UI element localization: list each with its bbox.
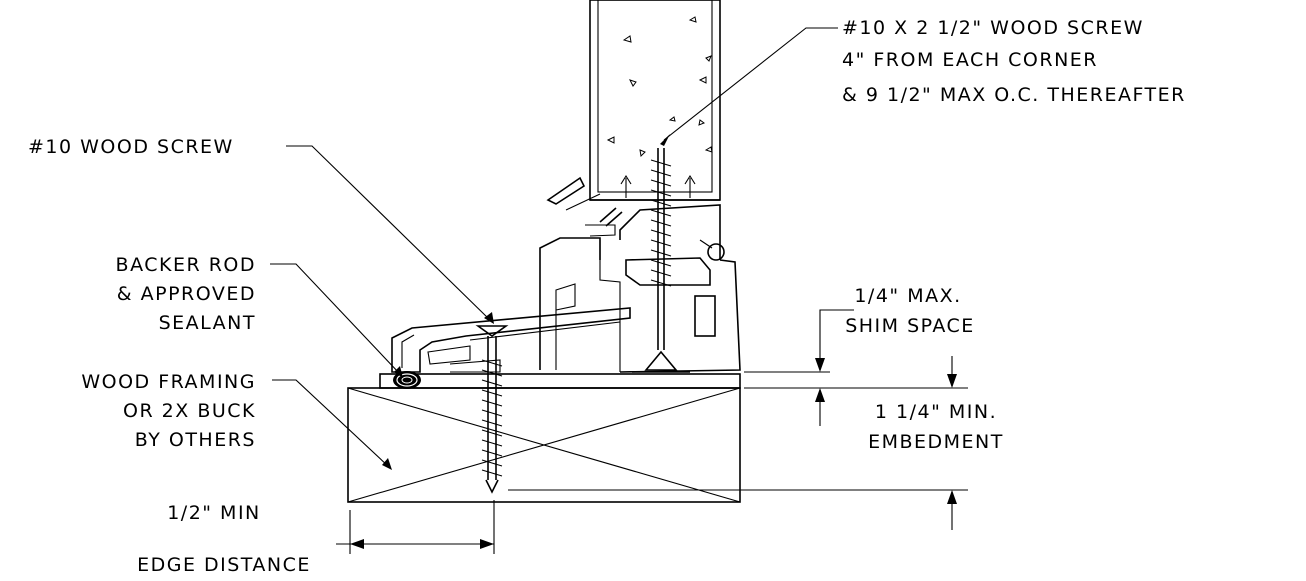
label-backer-rod: BACKER ROD & APPROVED SEALANT	[116, 254, 256, 334]
svg-text:1/2" MIN: 1/2" MIN	[167, 502, 261, 524]
svg-text:1/4" MAX.: 1/4" MAX.	[854, 285, 961, 307]
frame-extrusion	[391, 176, 741, 373]
svg-text:BY OTHERS: BY OTHERS	[135, 429, 256, 451]
wood-buck	[347, 387, 741, 503]
svg-text:1 1/4" MIN.: 1 1/4" MIN.	[875, 401, 997, 423]
label-wood-framing: WOOD FRAMING OR 2X BUCK BY OTHERS	[81, 371, 256, 451]
svg-text:OR 2X BUCK: OR 2X BUCK	[123, 400, 256, 422]
label-wood-screw: #10 WOOD SCREW	[28, 136, 234, 158]
shim-space	[379, 373, 741, 389]
svg-text:SEALANT: SEALANT	[159, 312, 256, 334]
svg-text:4" FROM EACH CORNER: 4" FROM EACH CORNER	[842, 49, 1098, 71]
short-wood-screw	[475, 325, 509, 494]
svg-text:#10 X 2 1/2" WOOD SCREW: #10 X 2 1/2" WOOD SCREW	[842, 17, 1144, 39]
svg-text:& APPROVED: & APPROVED	[117, 283, 256, 305]
svg-text:EMBEDMENT: EMBEDMENT	[868, 431, 1004, 453]
long-wood-screw	[632, 148, 690, 373]
panel-speckle	[606, 16, 713, 158]
svg-text:BACKER ROD: BACKER ROD	[116, 254, 256, 276]
svg-text:SHIM SPACE: SHIM SPACE	[845, 315, 975, 337]
leader-lines	[270, 27, 968, 554]
glazing-panel	[589, 0, 721, 201]
label-edge-distance: 1/2" MIN EDGE DISTANCE	[137, 502, 311, 576]
svg-text:EDGE DISTANCE: EDGE DISTANCE	[137, 554, 311, 576]
svg-text:WOOD FRAMING: WOOD FRAMING	[81, 371, 256, 393]
svg-text:& 9 1/2" MAX O.C. THEREAFTER: & 9 1/2" MAX O.C. THEREAFTER	[842, 84, 1186, 106]
label-long-screw: #10 X 2 1/2" WOOD SCREW 4" FROM EACH COR…	[842, 17, 1186, 106]
label-shim-space: 1/4" MAX. SHIM SPACE	[845, 285, 975, 337]
label-embedment: 1 1/4" MIN. EMBEDMENT	[868, 401, 1004, 453]
